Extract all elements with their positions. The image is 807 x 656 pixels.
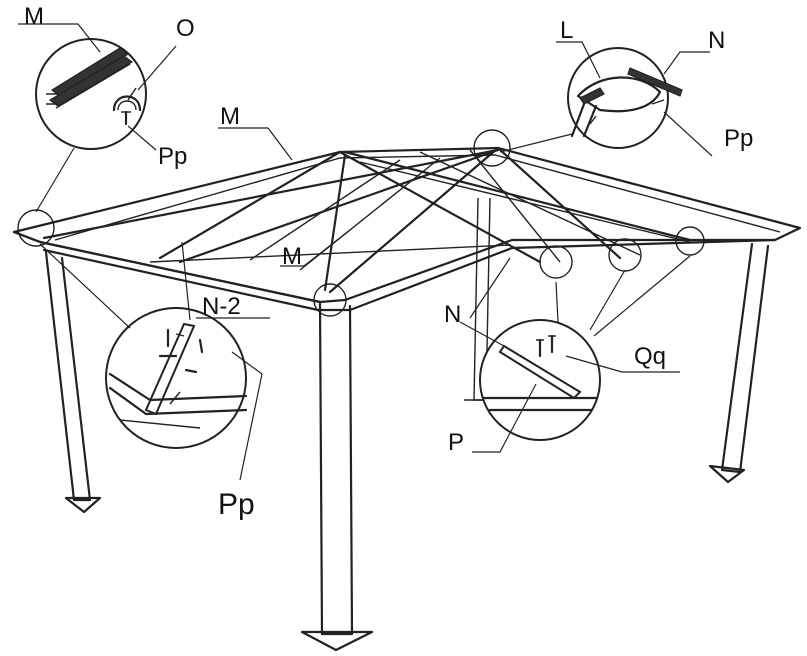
rail-profile-m [46,47,134,109]
label-p: P [448,429,464,456]
detail-right [459,255,691,453]
clip-o-icon [112,87,142,112]
leader-m-roof [218,127,293,161]
rod-n [627,67,683,97]
roof-frame [12,146,802,312]
label-pp-bottom: Pp [218,488,255,521]
beam-section [482,396,598,412]
screws-qq-icon [536,334,556,358]
label-m-top-left: M [24,3,44,30]
leader-m-center [280,229,351,267]
label-m-center: M [282,243,302,270]
label-pp-top-right: Pp [724,125,753,152]
screw-arrow-icon [589,99,665,125]
posts [44,197,770,652]
label-n-top-right: N [708,27,725,54]
label-n2: N-2 [202,293,241,320]
label-m-roof: M [220,103,240,130]
label-n-right: N [444,301,461,328]
frame-section [108,372,248,429]
screw-pair-icon [158,328,204,374]
connector-l [570,76,662,138]
detail-top-left [18,23,177,213]
detail-top-right [499,41,713,157]
label-l: L [560,17,573,44]
label-o: O [176,15,195,42]
label-qq: Qq [634,343,666,370]
label-pp-top-left: Pp [158,143,187,170]
screw-icon [121,110,131,126]
detail-left [39,241,270,481]
callout-labels: M O Pp M L N Pp M N-2 N Qq P Pp [24,3,753,521]
